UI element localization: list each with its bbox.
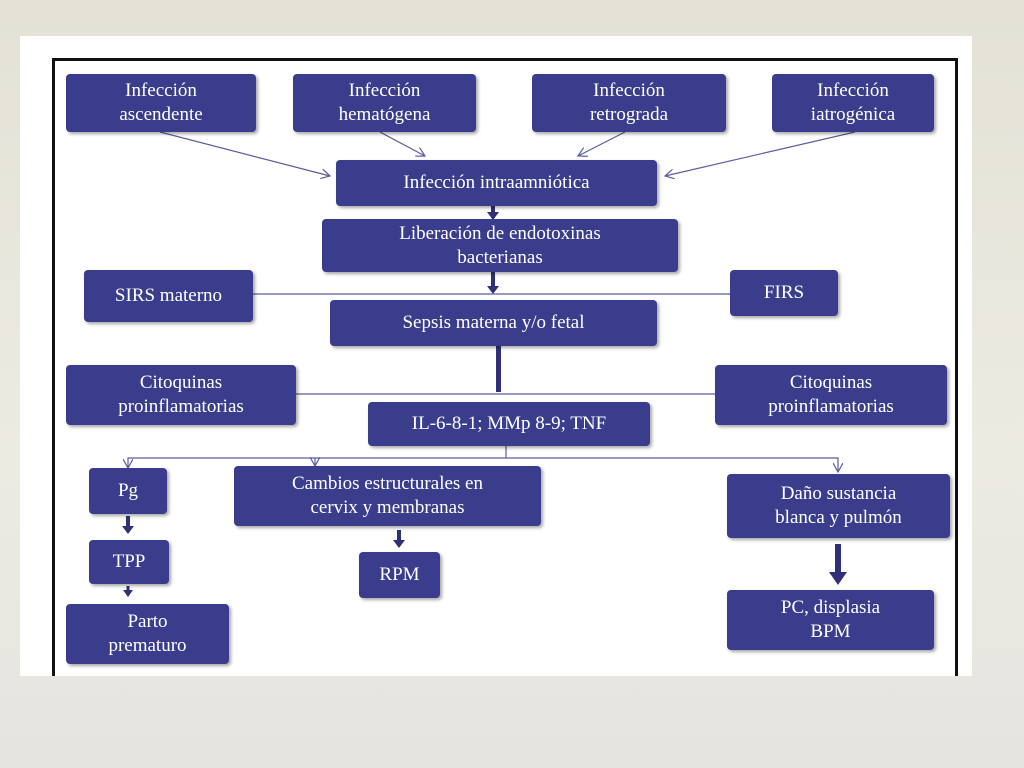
cambios-estructurales-box: Cambios estructurales en cervix y membra…: [234, 466, 541, 526]
sepsis-box: Sepsis materna y/o fetal: [330, 300, 657, 346]
pc-displasia-box: PC, displasia BPM: [727, 590, 934, 650]
branch-to-dano: [506, 457, 838, 472]
arrow-ascendente: [159, 131, 330, 176]
arrowhead-to-sepsis: [487, 286, 499, 294]
infeccion-retrograda-box: Infección retrograda: [532, 74, 726, 132]
arrow-hematogena: [379, 131, 425, 156]
citoquinas-left-box: Citoquinas proinflamatorias: [66, 365, 296, 425]
branch-to-pg: [128, 445, 507, 468]
bar-sepsis-to-mediators: [496, 346, 501, 392]
parto-prematuro-box: Parto prematuro: [66, 604, 229, 664]
firs-box: FIRS: [730, 270, 838, 316]
citoquinas-right-box: Citoquinas proinflamatorias: [715, 365, 947, 425]
liberacion-endotoxinas-box: Liberación de endotoxinas bacterianas: [322, 219, 678, 272]
mediadores-box: IL-6-8-1; MMp 8-9; TNF: [368, 402, 650, 446]
pg-box: Pg: [89, 468, 167, 514]
infeccion-iatrogenica-box: Infección iatrogénica: [772, 74, 934, 132]
tpp-box: TPP: [89, 540, 169, 584]
rpm-box: RPM: [359, 552, 440, 598]
infeccion-intraamniotica-box: Infección intraamniótica: [336, 160, 657, 206]
dano-sustancia-box: Daño sustancia blanca y pulmón: [727, 474, 950, 538]
arrow-retrograda: [578, 131, 626, 156]
infeccion-ascendente-box: Infección ascendente: [66, 74, 256, 132]
arrowhead-to-liberacion: [487, 212, 499, 220]
sirs-materno-box: SIRS materno: [84, 270, 253, 322]
infeccion-hematogena-box: Infección hematógena: [293, 74, 476, 132]
arrow-iatrogenica: [665, 131, 856, 176]
